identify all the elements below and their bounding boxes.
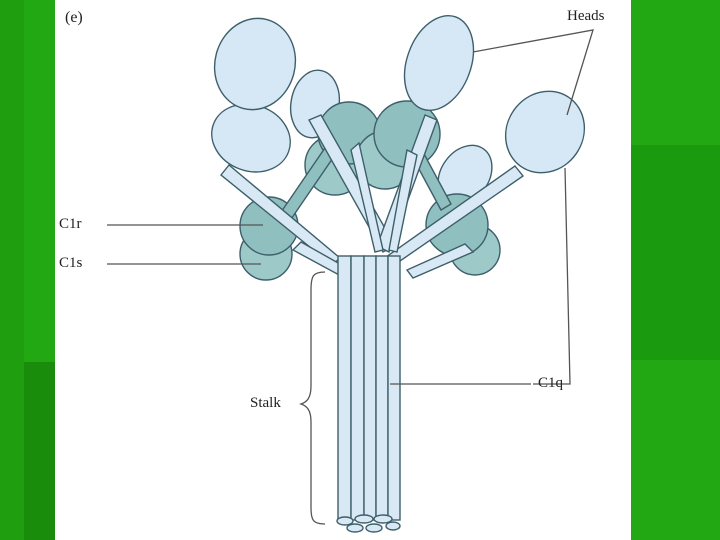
stalk-strand-end <box>347 524 363 532</box>
stalk-brace <box>301 272 325 524</box>
c1q-label: C1q <box>538 376 563 391</box>
stalk-label: Stalk <box>250 396 281 411</box>
stalk-strand <box>338 256 351 520</box>
stalk-strand <box>388 256 400 520</box>
stalk-strand <box>376 256 388 520</box>
c1r-label: C1r <box>59 217 82 232</box>
c1q-leader <box>533 168 570 384</box>
stalk-strand-end <box>355 515 373 523</box>
stalk-strand-end <box>366 524 382 532</box>
stalk-strand-end <box>374 515 392 523</box>
c1s-label: C1s <box>59 256 82 271</box>
stalk-strand <box>364 256 376 520</box>
slide-right-band <box>631 145 720 360</box>
c1q-stalk <box>337 256 400 532</box>
slide-left-notch <box>24 362 55 540</box>
stalk-strand <box>351 256 364 520</box>
slide-left-stripe <box>0 0 24 540</box>
c1-complex-diagram <box>55 0 631 540</box>
stalk-strand-end <box>337 517 353 525</box>
heads-label: Heads <box>567 9 605 24</box>
figure-panel: (e) Heads C1r C1s Stalk C1q <box>55 0 631 540</box>
stalk-strand-end <box>386 522 400 530</box>
panel-tag: (e) <box>65 10 83 26</box>
